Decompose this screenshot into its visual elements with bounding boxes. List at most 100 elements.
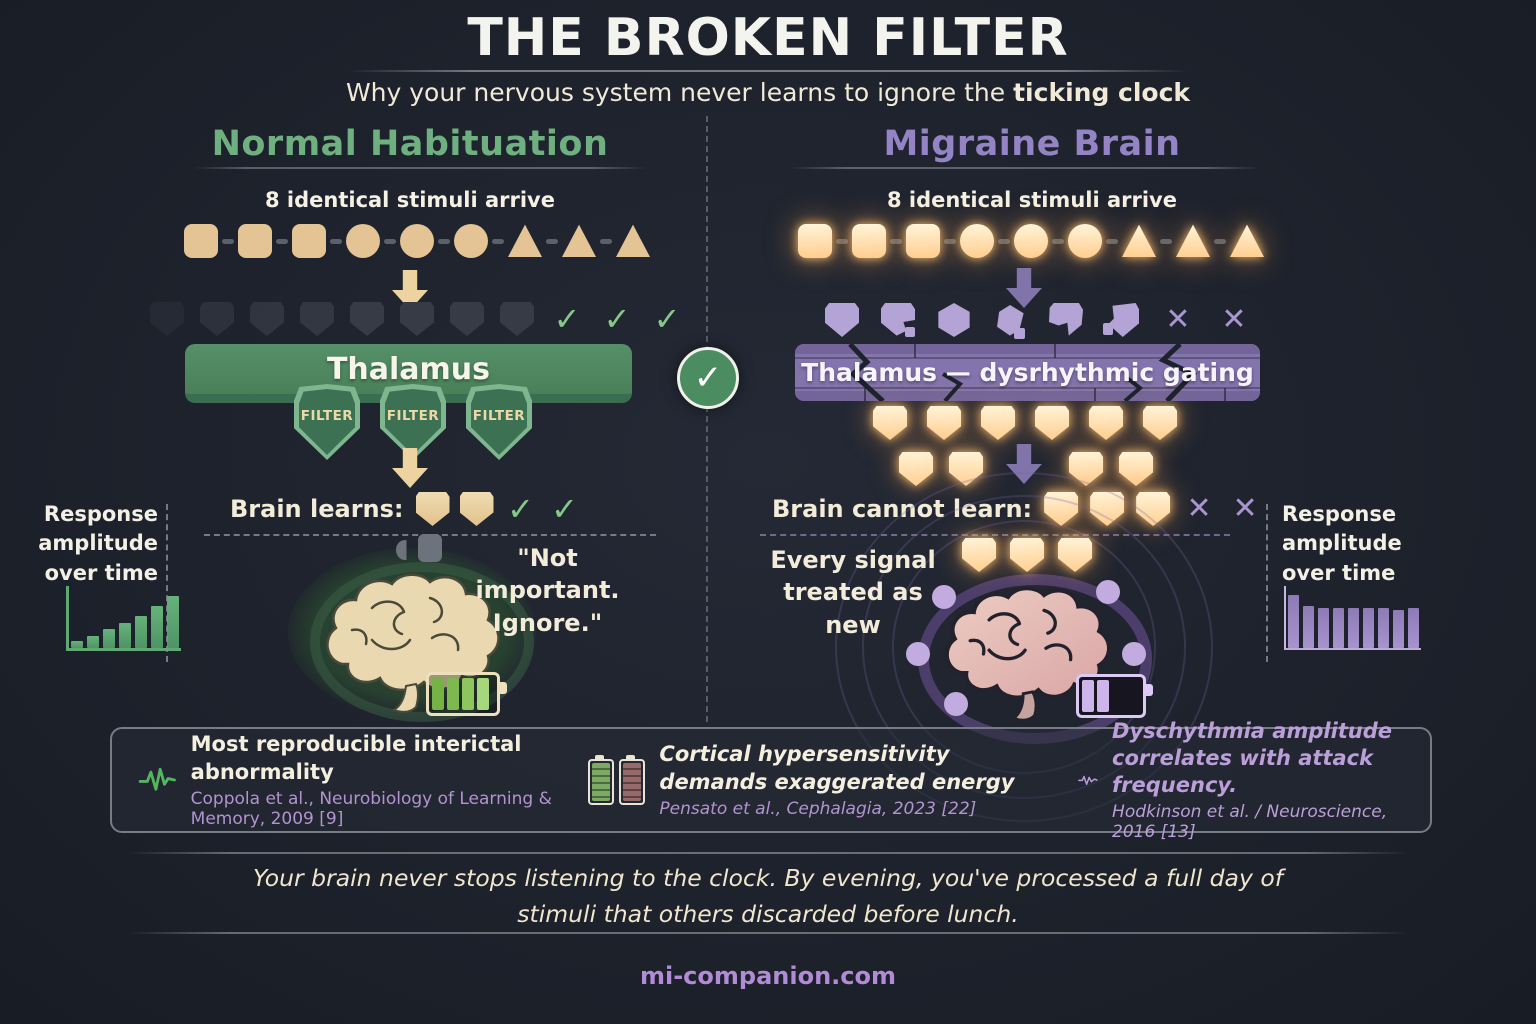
left-stimuli-row — [184, 224, 646, 258]
chart-bar — [103, 629, 115, 648]
xmark-shape-icon: ✕ — [1165, 302, 1191, 337]
citation-item: Cortical hypersensitivity demands exagge… — [588, 741, 1052, 819]
citation-source: Pensato et al., Cephalagia, 2023 [22] — [659, 798, 977, 819]
shb1-shape-icon — [825, 303, 859, 337]
red-battery-icon — [619, 755, 646, 805]
citations-panel: Most reproducible interictal abnormality… — [110, 719, 1432, 842]
speech-line-1: "Not important. — [475, 544, 620, 605]
right-chart-label: Response amplitude over time — [1282, 502, 1402, 585]
citation-text: Cortical hypersensitivity demands exagge… — [659, 741, 1052, 819]
tri-shape-icon — [616, 224, 650, 258]
shg-shape-icon — [1058, 538, 1092, 572]
battery-segment — [1097, 680, 1109, 712]
passing-shields-row-1 — [880, 406, 1170, 440]
sht-shape-icon — [460, 492, 494, 526]
ci-shape-icon — [454, 224, 488, 258]
connector-dash — [890, 238, 902, 244]
shg-shape-icon — [927, 406, 961, 440]
signal-line-1: Every signal — [770, 546, 936, 574]
right-heading-underline — [790, 167, 1260, 169]
shg-shape-icon — [873, 406, 907, 440]
chart-bar — [1318, 608, 1329, 648]
overload-dot — [1096, 580, 1120, 604]
right-thalamus-bar: Thalamus — dysrhythmic gating — [795, 344, 1260, 401]
battery-pair-icon — [588, 755, 646, 805]
right-response-chart — [1284, 586, 1421, 650]
connector-dash — [330, 238, 342, 244]
connector-dash — [222, 238, 234, 244]
citation-title: Cortical hypersensitivity demands exagge… — [659, 742, 1015, 794]
battery-fill — [592, 763, 611, 801]
chart-bar — [119, 623, 131, 648]
speech-bubble-text: "Not important. Ignore." — [450, 542, 645, 639]
connector-dash — [1052, 238, 1064, 244]
xmark-shape-icon: ✕ — [1232, 491, 1258, 526]
sht-shape-icon — [416, 492, 450, 526]
subtitle-emphasis: ticking clock — [1013, 78, 1191, 107]
filter-shield-icon: FILTER — [466, 384, 532, 460]
battery-segment — [1082, 680, 1094, 712]
chart-bar — [87, 635, 99, 648]
chart-bar — [1348, 608, 1359, 648]
subtitle-text: Why your nervous system never learns to … — [345, 78, 1014, 107]
ci-shape-icon — [960, 224, 994, 258]
shb2-shape-icon — [881, 303, 915, 337]
citation-title: Dyschythmia amplitude correlates with at… — [1112, 718, 1393, 798]
tri-shape-icon — [508, 224, 542, 258]
passing-shields-row-3 — [962, 538, 1092, 572]
sq-shape-icon — [852, 224, 886, 258]
battery-segment-empty — [1112, 680, 1124, 712]
shd-shape-icon — [400, 302, 434, 336]
discarded-stimulus-icon — [396, 540, 407, 560]
shd-shape-icon — [150, 302, 184, 336]
overloaded-brain-illustration — [945, 586, 1111, 722]
shd-shape-icon — [250, 302, 284, 336]
signal-text: Every signal treated as new — [768, 544, 938, 641]
left-chart-separator — [166, 504, 168, 662]
calm-brain-illustration — [326, 573, 500, 713]
ci-shape-icon — [1068, 224, 1102, 258]
overload-dot — [932, 585, 956, 609]
citation-text: Most reproducible interictal abnormality… — [191, 731, 563, 829]
filter-shield-label: FILTER — [386, 408, 440, 425]
shb6-shape-icon — [1103, 303, 1139, 337]
website-url: mi-companion.com — [639, 962, 897, 990]
sq-shape-icon — [292, 224, 326, 258]
down-arrow-icon — [1006, 268, 1042, 308]
shd-shape-icon — [500, 302, 534, 336]
citation-item: Most reproducible interictal abnormality… — [138, 731, 562, 829]
battery-fill — [623, 763, 642, 801]
citation-text: Dyschythmia amplitude correlates with at… — [1112, 718, 1404, 843]
shb3-shape-icon — [937, 303, 971, 337]
shd-shape-icon — [300, 302, 334, 336]
filter-shield-icon: FILTER — [294, 384, 360, 460]
battery-low-icon — [1076, 674, 1153, 718]
shg-shape-icon — [1035, 406, 1069, 440]
shg-shape-icon — [1089, 406, 1123, 440]
left-chart-label: Response amplitude over time — [38, 502, 158, 585]
page-subtitle: Why your nervous system never learns to … — [0, 78, 1536, 107]
chart-bar — [71, 640, 83, 648]
title-divider — [348, 70, 1188, 72]
speech-line-2: Ignore." — [492, 608, 603, 637]
check-shape-icon: ✓ — [653, 300, 681, 338]
shg-shape-icon — [1143, 406, 1177, 440]
check-circle-icon: ✓ — [677, 347, 739, 409]
sq-shape-icon — [906, 224, 940, 258]
filter-shield-label: FILTER — [300, 408, 354, 425]
overload-dot — [906, 642, 930, 666]
page-title: THE BROKEN FILTER — [467, 8, 1069, 68]
thalamus-cracks — [795, 344, 1260, 401]
brain-learns-label: Brain learns: — [230, 495, 404, 523]
connector-dash — [546, 238, 558, 244]
eeg-waveform-purple-icon — [1078, 775, 1098, 786]
chart-bar — [1378, 608, 1389, 648]
connector-dash — [1160, 238, 1172, 244]
filter-shield-icon: FILTER — [380, 384, 446, 460]
citation-title: Most reproducible interictal abnormality — [190, 732, 522, 784]
center-divider-line — [706, 116, 708, 722]
sq-shape-icon — [184, 224, 218, 258]
shg-shape-icon — [1119, 452, 1153, 486]
shd-shape-icon — [450, 302, 484, 336]
